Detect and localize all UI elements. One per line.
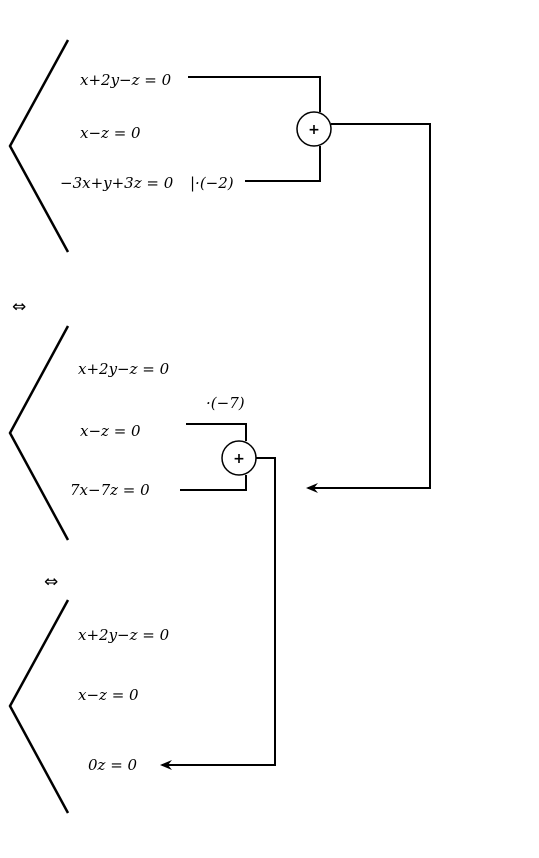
system1-multiplier: |·(−2) bbox=[190, 174, 234, 192]
equivalence-symbol-2: ⇔ bbox=[44, 572, 58, 592]
system2-multiplier: ·(−7) bbox=[206, 394, 245, 412]
connector-sys2-eq3 bbox=[180, 475, 247, 491]
connector-eq3 bbox=[245, 146, 321, 182]
system2-brace bbox=[8, 325, 70, 541]
system2-eq1: x+2y−z = 0 bbox=[78, 360, 170, 378]
connector-eq1 bbox=[188, 76, 321, 112]
system2-eq2: x−z = 0 bbox=[80, 422, 141, 440]
system3-eq1: x+2y−z = 0 bbox=[78, 626, 170, 644]
system1-eq3: −3x+y+3z = 0 bbox=[60, 174, 174, 192]
equivalence-symbol-1: ⇔ bbox=[12, 297, 26, 317]
system1-brace bbox=[8, 39, 70, 253]
add-circle-1 bbox=[296, 111, 332, 147]
system3-eq2: x−z = 0 bbox=[78, 686, 139, 704]
plus-icon: + bbox=[233, 451, 245, 467]
connector-sys2-eq2 bbox=[186, 423, 247, 441]
result-arrow-2 bbox=[160, 457, 276, 770]
system1-eq1: x+2y−z = 0 bbox=[80, 71, 172, 89]
system1-eq2: x−z = 0 bbox=[80, 124, 141, 142]
result-arrow-1 bbox=[306, 123, 431, 493]
system2-eq3: 7x−7z = 0 bbox=[70, 481, 150, 499]
plus-icon: + bbox=[308, 122, 320, 138]
system3-brace bbox=[8, 599, 70, 814]
system3-eq3: 0z = 0 bbox=[88, 756, 138, 774]
